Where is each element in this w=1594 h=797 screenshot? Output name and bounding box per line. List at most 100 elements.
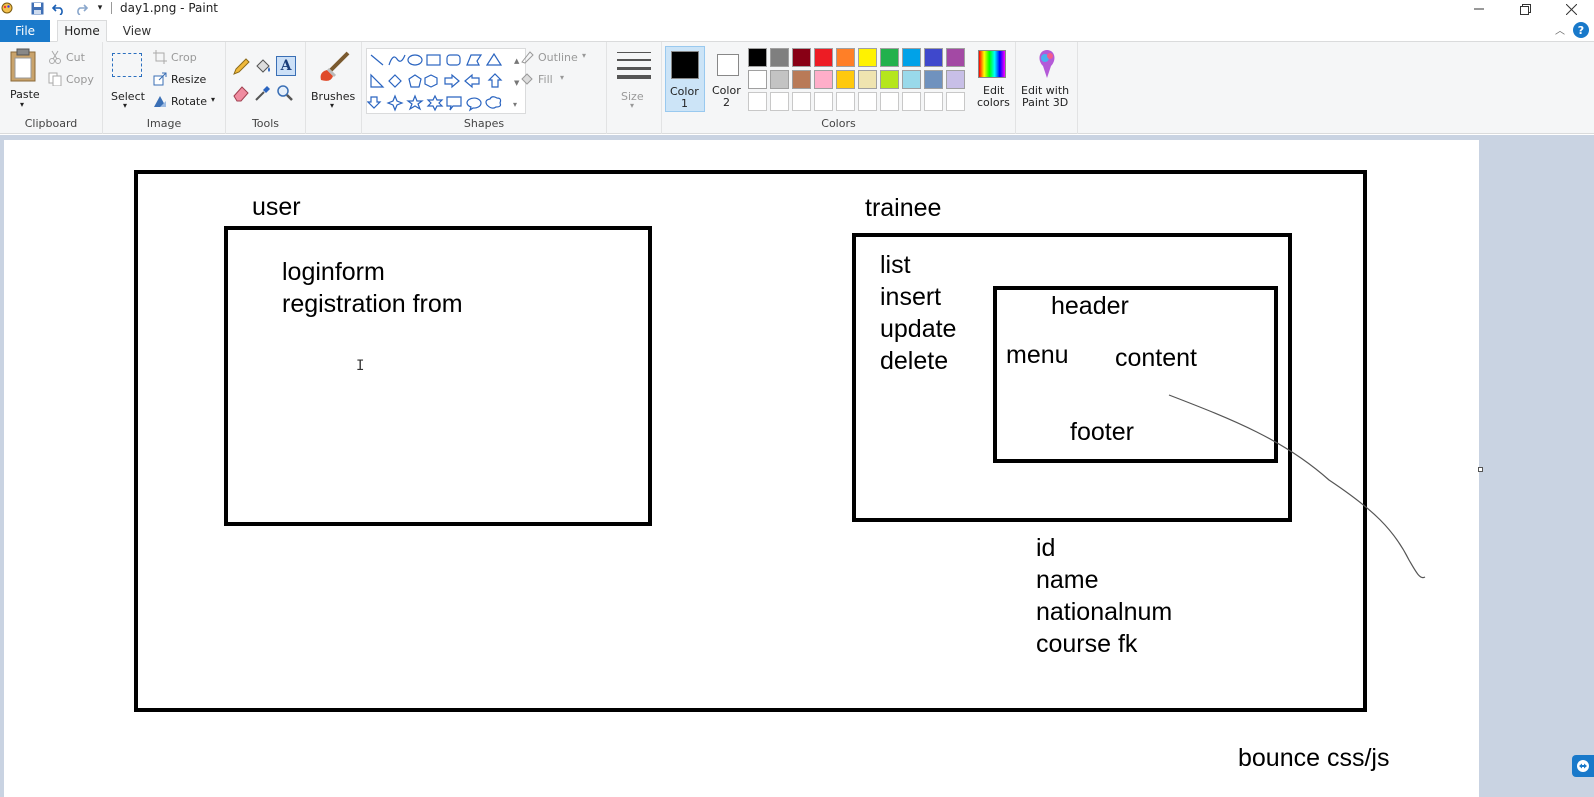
collapse-ribbon-icon[interactable]: ︿ xyxy=(1555,26,1565,37)
resize-button[interactable]: Resize xyxy=(153,72,213,88)
save-icon[interactable] xyxy=(28,1,46,15)
palette-swatch[interactable] xyxy=(836,48,855,67)
drawing-canvas[interactable]: user loginform registration from trainee… xyxy=(4,140,1479,797)
size-dropdown-icon[interactable]: ▾ xyxy=(630,101,635,110)
palette-swatch[interactable] xyxy=(858,70,877,89)
tools-group: A Tools xyxy=(226,42,306,134)
color-picker-icon[interactable] xyxy=(254,84,272,102)
help-icon[interactable]: ? xyxy=(1573,22,1589,38)
remote-control-icon[interactable] xyxy=(1572,755,1594,777)
brush-icon xyxy=(320,51,350,81)
triangle-shape-icon xyxy=(485,52,503,66)
palette-swatch[interactable] xyxy=(946,70,965,89)
palette-swatch[interactable] xyxy=(924,70,943,89)
canvas-resize-handle[interactable] xyxy=(1478,467,1483,472)
palette-swatch[interactable] xyxy=(946,48,965,67)
restore-button[interactable] xyxy=(1502,0,1548,18)
field-name: name xyxy=(1036,566,1099,594)
palette-swatch[interactable] xyxy=(924,48,943,67)
palette-swatch[interactable] xyxy=(880,70,899,89)
layout-header-label: header xyxy=(1051,292,1129,320)
redo-icon[interactable] xyxy=(72,1,90,15)
palette-swatch[interactable] xyxy=(902,48,921,67)
close-button[interactable] xyxy=(1548,0,1594,18)
color1-button[interactable]: Color 1 xyxy=(665,46,705,112)
color2-button[interactable]: Color 2 xyxy=(708,46,748,112)
layout-footer-label: footer xyxy=(1070,418,1134,446)
diamond-shape-icon xyxy=(388,74,402,88)
palette-swatch[interactable] xyxy=(770,48,789,67)
palette-swatch[interactable] xyxy=(836,70,855,89)
cut-button[interactable]: Cut xyxy=(48,50,98,66)
clipboard-group-label: Clipboard xyxy=(24,117,78,130)
custom-color-slot[interactable] xyxy=(946,92,965,111)
palette-swatch[interactable] xyxy=(748,70,767,89)
paint3d-group: Edit with Paint 3D xyxy=(1016,42,1078,134)
custom-color-slot[interactable] xyxy=(770,92,789,111)
palette-swatch[interactable] xyxy=(748,48,767,67)
custom-color-slot[interactable] xyxy=(858,92,877,111)
brushes-dropdown-icon[interactable]: ▾ xyxy=(330,101,335,110)
palette-swatch[interactable] xyxy=(880,48,899,67)
custom-color-slot[interactable] xyxy=(880,92,899,111)
title-bar: ▾ day1.png - Paint xyxy=(0,0,1594,18)
quick-access-dropdown-icon[interactable]: ▾ xyxy=(97,3,103,13)
rectangular-callout-shape-icon xyxy=(446,96,462,111)
text-tool-icon[interactable]: A xyxy=(276,56,296,76)
outer-rectangle xyxy=(134,170,1367,712)
colors-group: Color 1 Color 2 Edit colors Colors xyxy=(662,42,1016,134)
tab-view[interactable]: View xyxy=(122,24,152,38)
edit-with-paint3d-button[interactable]: Edit with Paint 3D xyxy=(1019,46,1075,112)
custom-color-slot[interactable] xyxy=(836,92,855,111)
fill-bucket-icon[interactable] xyxy=(254,58,272,76)
magnifier-icon[interactable] xyxy=(276,84,294,102)
tab-home[interactable]: Home xyxy=(57,20,107,42)
brushes-button[interactable]: Brushes ▾ xyxy=(310,48,358,114)
paste-dropdown-icon[interactable]: ▾ xyxy=(20,100,25,109)
custom-color-slot[interactable] xyxy=(902,92,921,111)
pencil-icon[interactable] xyxy=(232,58,250,76)
rotate-button[interactable]: Rotate ▾ xyxy=(153,94,223,110)
colors-group-label: Colors xyxy=(821,117,856,130)
ribbon: Paste ▾ Cut Copy Clipboard Select ▾ Cr xyxy=(0,42,1594,134)
select-button[interactable]: Select ▾ xyxy=(109,48,145,110)
cloud-callout-shape-icon xyxy=(485,96,502,109)
size-button[interactable]: Size ▾ xyxy=(613,48,657,114)
svg-text:▼: ▼ xyxy=(514,79,520,87)
select-dropdown-icon[interactable]: ▾ xyxy=(123,101,128,110)
trainee-item-delete: delete xyxy=(880,347,949,375)
custom-color-slot[interactable] xyxy=(924,92,943,111)
edit-colors-label-line1: Edit xyxy=(983,84,1005,97)
palette-swatch[interactable] xyxy=(770,70,789,89)
oval-callout-shape-icon xyxy=(466,97,482,112)
palette-swatch[interactable] xyxy=(792,70,811,89)
rotate-dropdown-icon[interactable]: ▾ xyxy=(211,95,216,104)
freehand-curve xyxy=(1168,394,1426,579)
user-rectangle xyxy=(224,226,652,526)
paste-button[interactable]: Paste ▾ xyxy=(6,46,40,110)
palette-swatch[interactable] xyxy=(858,48,877,67)
edit-colors-button[interactable]: Edit colors xyxy=(970,46,1014,112)
fill-button[interactable]: Fill ▾ xyxy=(520,72,600,88)
paint-app-icon[interactable] xyxy=(0,1,14,15)
trainee-item-insert: insert xyxy=(880,283,942,311)
copy-button[interactable]: Copy xyxy=(48,72,98,88)
palette-swatch[interactable] xyxy=(814,48,833,67)
undo-icon[interactable] xyxy=(50,1,68,15)
palette-swatch[interactable] xyxy=(792,48,811,67)
outline-dropdown-icon[interactable]: ▾ xyxy=(582,51,587,60)
color2-label-line1: Color xyxy=(712,84,741,97)
palette-swatch[interactable] xyxy=(814,70,833,89)
crop-button[interactable]: Crop xyxy=(153,50,213,66)
custom-color-slot[interactable] xyxy=(792,92,811,111)
minimize-button[interactable] xyxy=(1456,0,1502,18)
custom-color-slot[interactable] xyxy=(814,92,833,111)
custom-color-slot[interactable] xyxy=(748,92,767,111)
eraser-icon[interactable] xyxy=(232,84,250,102)
palette-swatch[interactable] xyxy=(902,70,921,89)
tab-file[interactable]: File xyxy=(0,20,50,42)
outline-button[interactable]: Outline ▾ xyxy=(520,50,600,66)
fill-dropdown-icon[interactable]: ▾ xyxy=(560,73,565,82)
edit-colors-label-line2: colors xyxy=(977,96,1010,109)
